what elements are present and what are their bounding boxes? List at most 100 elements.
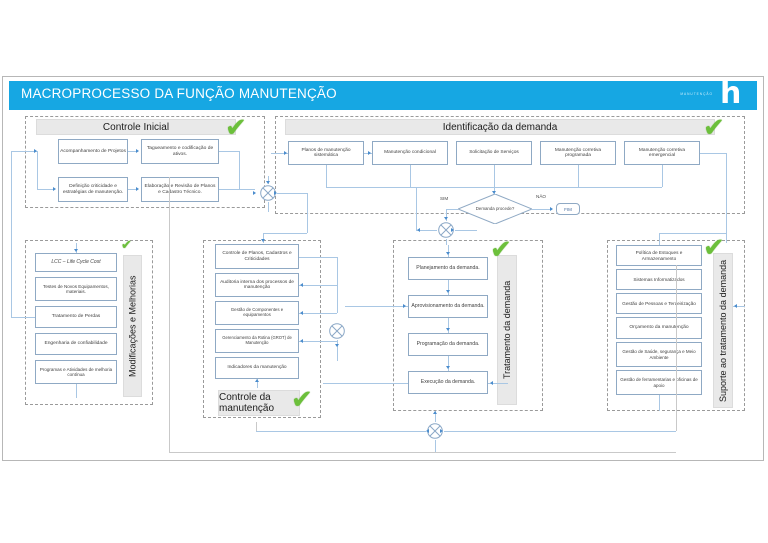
link-grot-right [299, 341, 337, 342]
link-suporte-bottom [659, 395, 660, 411]
link-bus-down [435, 440, 436, 452]
link-bus-left [256, 431, 426, 432]
arrow-junction-left-id [417, 227, 420, 232]
arrow-junction-cm-down [334, 344, 339, 347]
link-left-rail-mm [11, 317, 35, 318]
link-decision-sim [446, 209, 458, 210]
arrow-aprov-prog [445, 328, 450, 331]
link-prog-exec [448, 356, 449, 371]
check-icon-controle-inicial: ✔ [225, 113, 247, 143]
box-sistemas-informatizados: Sistemas Informatizados [616, 269, 702, 290]
box-gestao-saude-seguranca: Gestão de Saúde, segurança e Meio Ambien… [616, 342, 702, 367]
arrow-into-junction-ci [253, 190, 256, 195]
box-manutencao-condicional: Manutenção condicional [372, 141, 448, 165]
arrow-suporte-right-stub [734, 303, 737, 308]
arrow-indicadores-up [254, 379, 259, 382]
box-execucao-demanda: Execução da demanda. [408, 371, 488, 394]
box-controle-planos-cadastros: Controle de Planos, Cadastros e Criticid… [215, 244, 299, 269]
box-acompanhamento-projetos: Acompanhamento de Projetos [58, 139, 128, 164]
brand-logo: h MANUTENÇÃO [680, 77, 753, 113]
link-id-right-rail [726, 153, 727, 243]
link-indicadores-down [257, 379, 258, 388]
arrow-bus-up [432, 411, 437, 414]
drop-corretiva-prog [578, 165, 579, 187]
check-icon-modificacoes-melhorias: ✔ [121, 238, 132, 253]
link-bus-bottom-rail [169, 452, 676, 453]
band-controle-inicial: Controle Inicial [36, 119, 236, 135]
box-planejamento-demanda: Planejamento da demanda. [408, 257, 488, 280]
link-rail-to-aprov [345, 306, 391, 307]
group-frame-modificacoes-melhorias [25, 240, 153, 405]
page-title: MACROPROCESSO DA FUNÇÃO MANUTENÇÃO [21, 86, 337, 101]
link-into-mm [76, 243, 77, 253]
box-politica-estoques: Política de Estoques e Armazenamento [616, 245, 702, 266]
arrow-definicao-elaboracao [136, 186, 139, 191]
arrow-into-mm [73, 249, 78, 252]
band-controle-manutencao: Controle da manutenção [218, 390, 300, 416]
box-tagueamento-codificacao: Tagueamento e codificação de ativos. [141, 139, 219, 164]
slide-title-bar: MACROPROCESSO DA FUNÇÃO MANUTENÇÃO h MAN… [9, 79, 757, 110]
link-decision-fim [532, 209, 552, 210]
link-gestao-comp-right [299, 313, 337, 314]
box-planos-manutencao-sistematica: Planos de manutenção sistemática [288, 141, 364, 165]
box-orcamento-manutencao: Orçamento da manutenção [616, 317, 702, 339]
junction-identificacao [437, 221, 455, 239]
decision-yes-label: SIM [440, 196, 449, 201]
link-cm-right-rail-upper [337, 257, 338, 313]
link-junction-ci-up [268, 176, 269, 184]
drop-planos [326, 165, 327, 187]
check-icon-suporte-tratamento: ✔ [703, 233, 725, 263]
link-into-suporte [659, 233, 660, 245]
arrow-bus-left-in [426, 428, 429, 433]
drop-condicional [410, 165, 411, 187]
link-emerg-right [700, 153, 726, 154]
link-junction-ci-down [268, 202, 269, 212]
link-bus-right-riser [676, 265, 677, 431]
arrow-to-decision [491, 191, 496, 194]
group-frame-tratamento-demanda [393, 240, 543, 411]
arrow-planos-condicional [368, 150, 371, 155]
check-icon-identificacao-demanda: ✔ [703, 113, 725, 143]
box-testes-novos-equipamentos: Testes de Novos Equipamentos, materiais. [35, 277, 117, 301]
drop-to-decision [494, 187, 495, 194]
link-tague-out [219, 151, 239, 152]
arrow-junction-right-id [451, 227, 454, 232]
link-suporte-top-rail [659, 233, 726, 234]
box-manutencao-corretiva-programada: Manutenção corretiva programada [540, 141, 616, 165]
link-id-left-rail [416, 187, 417, 230]
link-bus-left-riser [256, 422, 257, 431]
arrow-sim-down [443, 217, 448, 220]
box-gestao-componentes-equipamentos: Gestão de Componentes e equipamentos [215, 301, 299, 325]
link-into-planejamento [448, 245, 449, 257]
link-left-feed-ci [11, 151, 37, 152]
link-auditoria-right [299, 285, 337, 286]
arrow-bus-right-in [440, 428, 443, 433]
decision-demanda-procede: Demanda procede? [456, 193, 534, 225]
box-lcc-life-cycle-cost: LCC – Life Cycle Cost [35, 253, 117, 272]
link-left-riser-ci [37, 151, 38, 189]
link-junction-ci-right [277, 193, 307, 194]
arrow-acomp-tague [136, 148, 139, 153]
link-mm-down [76, 384, 77, 398]
arrow-decision-fim [550, 206, 553, 211]
box-aprovisionamento-demanda: Aprovisionamento da demanda. [408, 295, 488, 318]
link-suporte-right-stub [733, 306, 745, 307]
link-plan-aprov [448, 280, 449, 295]
slide-canvas: MACROPROCESSO DA FUNÇÃO MANUTENÇÃO h MAN… [2, 76, 764, 461]
arrow-plan-aprov [445, 290, 450, 293]
box-elaboracao-revisao-planos: Elaboração e Revisão de Planos e Cadastr… [141, 177, 219, 202]
drop-solicitacao [494, 165, 495, 187]
link-junction-down-id [446, 239, 447, 245]
arrow-junction-ci-right [274, 190, 277, 195]
box-indicadores-manutencao: Indicadores da manutenção [215, 357, 299, 379]
box-gerenciamento-rotina-grot: Gerenciamento da Rotina (GROT) de Manute… [215, 329, 299, 353]
arrow-prog-exec [445, 366, 450, 369]
band-suporte-tratamento: Suporte ao tratamento da demanda [713, 253, 733, 408]
arrow-mid-rail-down [260, 239, 265, 242]
link-junction-right-id [455, 230, 477, 231]
arrow-in-planos [284, 150, 287, 155]
link-acomp-tague [128, 151, 137, 152]
decision-label: Demanda procede? [475, 206, 515, 212]
link-bus-far-left-riser [169, 177, 170, 452]
box-engenharia-confiabilidade: Engenharia de confiabilidade [35, 333, 117, 355]
